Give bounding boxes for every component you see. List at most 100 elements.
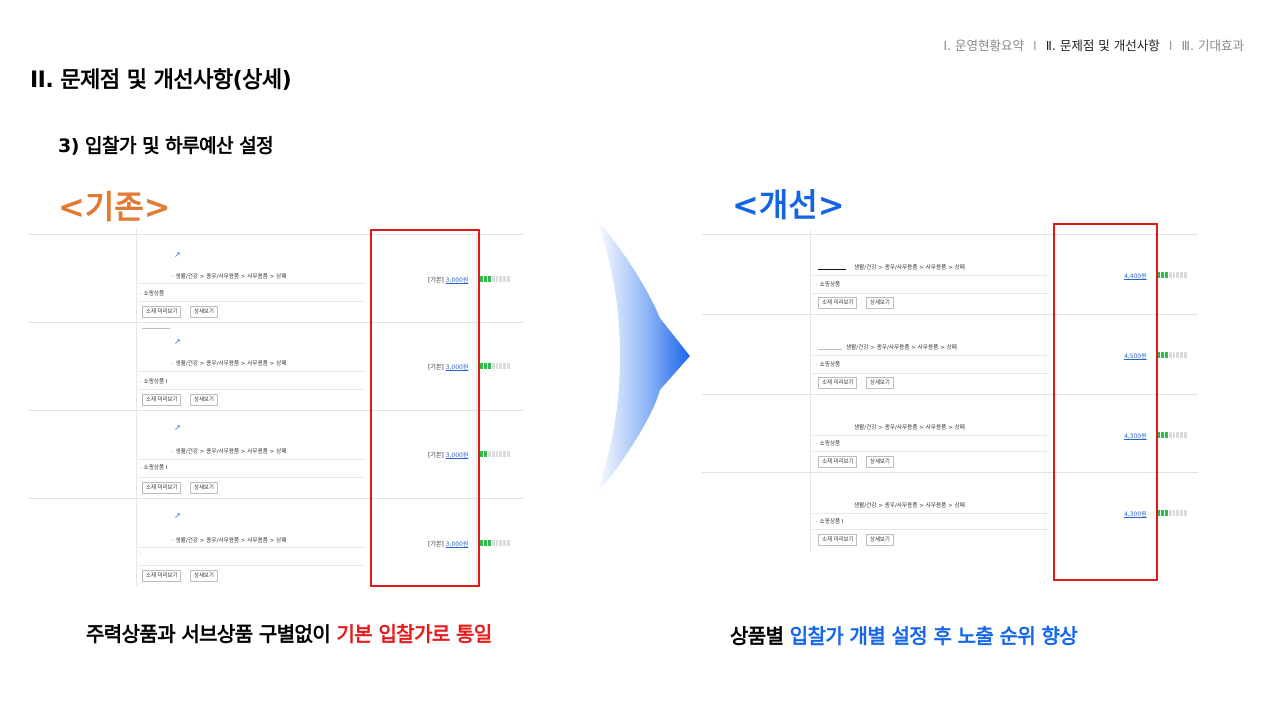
divider [138, 565, 366, 566]
table-row: ↗ · 생활/건강 > 종우/사무용품 > 사무용품 > 상패 · 쇼핑상품 I… [28, 410, 524, 499]
divider [138, 301, 366, 302]
nav-item-summary[interactable]: Ⅰ. 운영현황요약 [943, 38, 1025, 53]
divider [138, 389, 366, 390]
divider [138, 547, 366, 548]
bid-amount-link[interactable]: 4,300원 [1124, 433, 1147, 440]
detail-button[interactable]: 상세보기 [190, 570, 218, 582]
divider [812, 513, 1048, 514]
caption-text: 상품별 [730, 624, 790, 648]
before-screenshot: ↗ · 생활/건강 > 종우/사무용품 > 사무용품 > 상패 · 쇼핑상품 소… [28, 229, 524, 587]
column-divider [810, 230, 811, 552]
arrow-right-icon [596, 218, 690, 496]
mall-type: · 쇼핑상품 [816, 362, 841, 368]
table-row: ↗ · 생활/건강 > 종우/사무용품 > 사무용품 > 상패 · 쇼핑상품 I… [28, 322, 524, 411]
bid-prefix: [기본] [428, 277, 444, 284]
bid-amount-link[interactable]: 3,000원 [445, 277, 469, 284]
preview-button[interactable]: 소재 미리보기 [818, 534, 858, 546]
category-path: 생활/건강 > 종우/사무용품 > 사무용품 > 상패 [854, 265, 965, 271]
before-highlight-box [370, 229, 480, 587]
detail-button[interactable]: 상세보기 [866, 377, 894, 389]
divider [818, 349, 842, 350]
preview-button[interactable]: 소재 미리보기 [142, 482, 182, 494]
divider [818, 269, 846, 270]
table-row: 생활/건강 > 종우/사무용품 > 사무용품 > 상패 · 쇼핑상품 소재 미리… [702, 234, 1198, 315]
bid-prefix: [기본] [428, 452, 444, 459]
bid-amount-link[interactable]: 3,000원 [445, 364, 469, 371]
page-title: II. 문제점 및 개선사항(상세) [30, 68, 292, 93]
divider [812, 529, 1048, 530]
external-link-icon[interactable]: ↗ [174, 250, 181, 259]
bid-prefix: [기본] [428, 541, 444, 548]
external-link-icon[interactable]: ↗ [174, 423, 181, 432]
category-path: · 생활/건강 > 종우/사무용품 > 사무용품 > 상패 [172, 449, 287, 455]
divider [138, 459, 366, 460]
preview-button[interactable]: 소재 미리보기 [818, 297, 858, 309]
detail-button[interactable]: 상세보기 [866, 534, 894, 546]
divider [138, 283, 366, 284]
mall-type: · 쇼핑상품 I [140, 379, 168, 385]
table-row: 생활/건강 > 종우/사무용품 > 사무용품 > 상패 · 쇼핑상품 I 소재 … [702, 472, 1198, 553]
category-path: · 생활/건강 > 종우/사무용품 > 사무용품 > 상패 [172, 538, 287, 544]
divider [812, 435, 1048, 436]
category-path: · 생활/건강 > 종우/사무용품 > 사무용품 > 상패 [172, 274, 287, 280]
table-row: ↗ · 생활/건강 > 종우/사무용품 > 사무용품 > 상패 · 쇼핑상품 소… [28, 234, 524, 323]
after-label: <개선> [732, 186, 845, 224]
mall-type: · 쇼핑상품 I [816, 519, 844, 525]
before-caption: 주력상품과 서브상품 구별없이 기본 입찰가로 통일 [86, 618, 492, 647]
divider [812, 451, 1048, 452]
divider [812, 275, 1048, 276]
mall-type: · 쇼핑상품 I [140, 465, 168, 471]
caption-highlight: 입찰가 개별 설정 후 노출 순위 향상 [789, 624, 1078, 648]
caption-highlight: 기본 입찰가로 통일 [336, 622, 493, 646]
external-link-icon[interactable]: ↗ [174, 511, 181, 520]
bid-price: [기본] 3,000원 [428, 450, 468, 459]
divider [812, 293, 1048, 294]
rank-meter [1157, 510, 1187, 516]
divider [138, 477, 366, 478]
rank-meter [480, 540, 510, 546]
section-subtitle: 3) 입찰가 및 하루예산 설정 [58, 135, 274, 157]
bid-price: [기본] 3,000원 [428, 275, 468, 284]
divider [142, 328, 170, 329]
detail-button[interactable]: 상세보기 [190, 482, 218, 494]
divider [138, 371, 366, 372]
mall-type: · 쇼핑상품 [140, 291, 165, 297]
nav-item-issues[interactable]: Ⅱ. 문제점 및 개선사항 [1045, 38, 1160, 53]
preview-button[interactable]: 소재 미리보기 [142, 394, 182, 406]
category-path: 생활/건강 > 종우/사무용품 > 사무용품 > 상패 [846, 345, 957, 351]
bid-amount-link[interactable]: 4,400원 [1124, 273, 1147, 280]
bid-amount-link[interactable]: 4,300원 [1124, 511, 1147, 518]
bid-price: [기본] 3,000원 [428, 362, 468, 371]
detail-button[interactable]: 상세보기 [190, 394, 218, 406]
bid-price: [기본] 3,000원 [428, 539, 468, 548]
preview-button[interactable]: 소재 미리보기 [818, 377, 858, 389]
table-row: 생활/건강 > 종우/사무용품 > 사무용품 > 상패 · 쇼핑상품 소재 미리… [702, 394, 1198, 473]
preview-button[interactable]: 소재 미리보기 [142, 306, 182, 318]
table-row: 생활/건강 > 종우/사무용품 > 사무용품 > 상패 · 쇼핑상품 소재 미리… [702, 314, 1198, 395]
nav-item-effects[interactable]: Ⅲ. 기대효과 [1181, 38, 1244, 53]
table-row: ↗ · 생활/건강 > 종우/사무용품 > 사무용품 > 상패 · 소재 미리보… [28, 498, 524, 587]
detail-button[interactable]: 상세보기 [190, 306, 218, 318]
nav-separator: I [1033, 38, 1037, 53]
category-path: · 생활/건강 > 종우/사무용품 > 사무용품 > 상패 [172, 361, 287, 367]
rank-meter [480, 363, 510, 369]
after-highlight-box [1053, 223, 1158, 581]
detail-button[interactable]: 상세보기 [866, 456, 894, 468]
detail-button[interactable]: 상세보기 [866, 297, 894, 309]
bid-amount-link[interactable]: 3,000원 [445, 541, 469, 548]
nav-separator: I [1168, 38, 1173, 53]
preview-button[interactable]: 소재 미리보기 [818, 456, 858, 468]
preview-button[interactable]: 소재 미리보기 [142, 570, 182, 582]
column-divider [136, 229, 137, 586]
section-nav: Ⅰ. 운영현황요약 I Ⅱ. 문제점 및 개선사항 I Ⅲ. 기대효과 [943, 35, 1244, 54]
after-screenshot: 생활/건강 > 종우/사무용품 > 사무용품 > 상패 · 쇼핑상품 소재 미리… [702, 230, 1198, 553]
divider [812, 355, 1048, 356]
category-path: 생활/건강 > 종우/사무용품 > 사무용품 > 상패 [854, 503, 965, 509]
external-link-icon[interactable]: ↗ [174, 337, 181, 346]
rank-meter [1157, 352, 1187, 358]
after-caption: 상품별 입찰가 개별 설정 후 노출 순위 향상 [730, 620, 1078, 649]
divider [812, 373, 1048, 374]
bid-prefix: [기본] [428, 364, 444, 371]
bid-amount-link[interactable]: 3,000원 [445, 452, 469, 459]
bid-amount-link[interactable]: 4,500원 [1124, 353, 1147, 360]
